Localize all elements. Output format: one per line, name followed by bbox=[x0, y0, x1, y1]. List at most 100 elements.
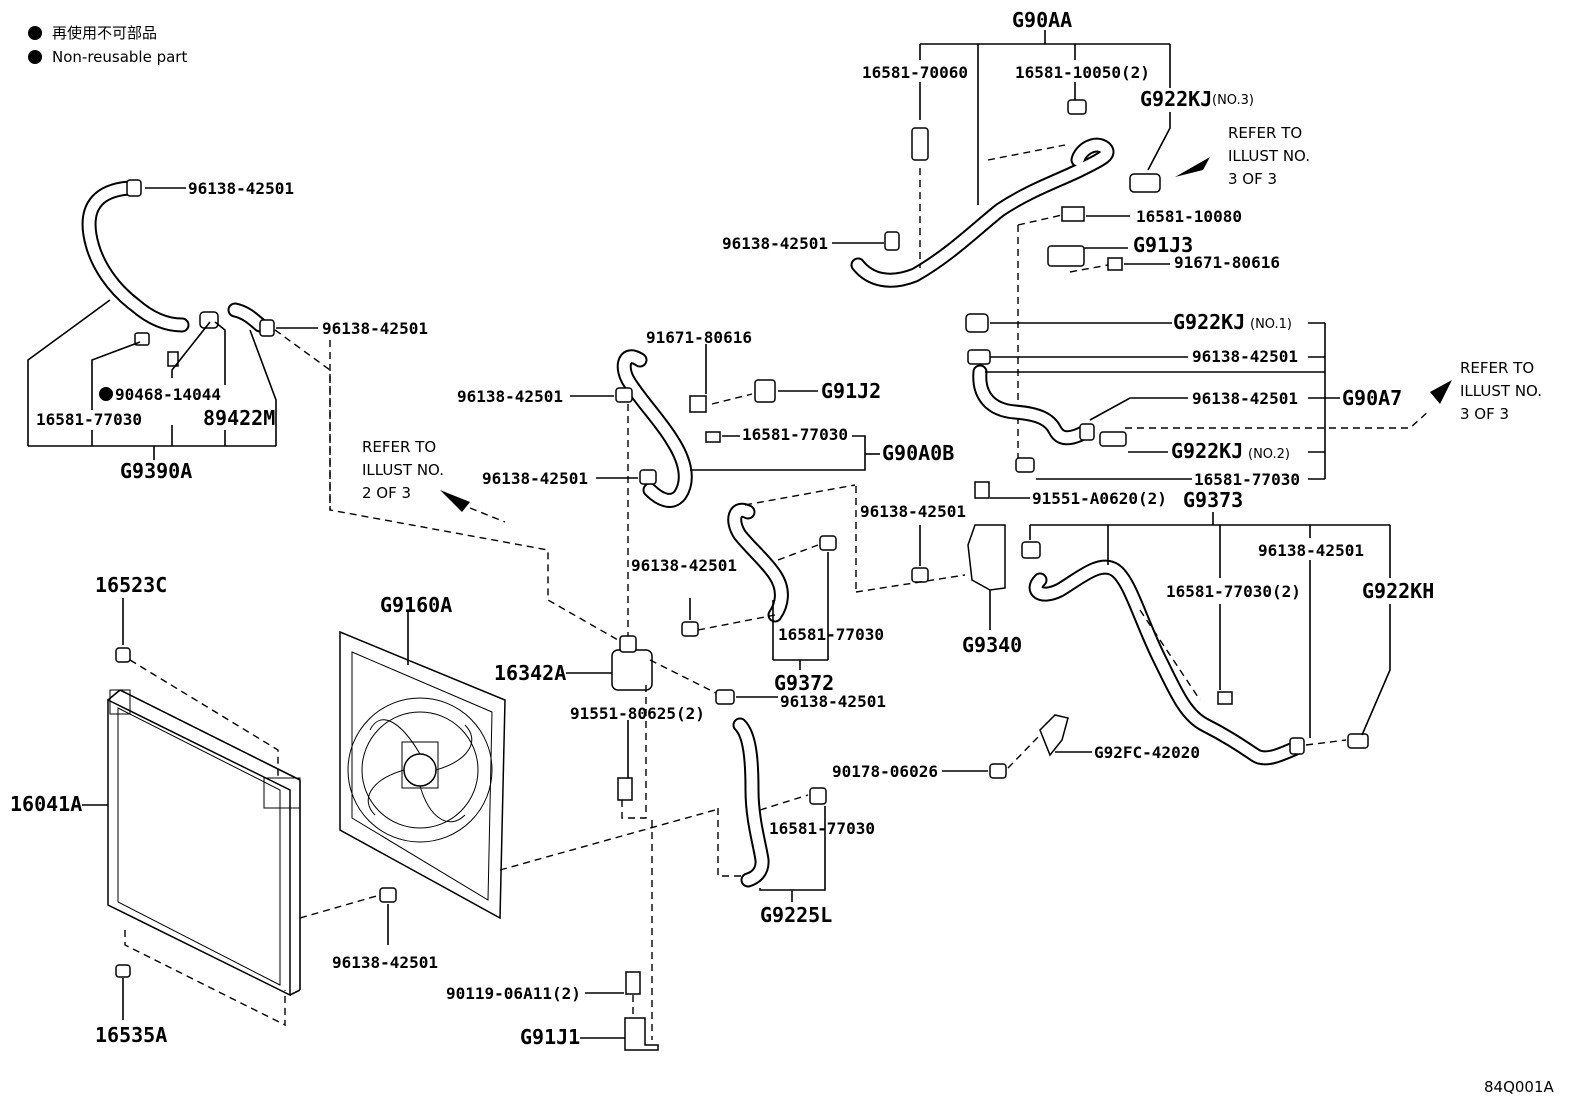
refer-line: ILLUST NO. bbox=[1460, 382, 1542, 400]
bracket-icon bbox=[1039, 714, 1069, 757]
fan-shroud-g9160a bbox=[299, 612, 716, 945]
label-16581-77030: 16581-77030(2) bbox=[1166, 582, 1301, 601]
label-96138-42501: 96138-42501 bbox=[482, 469, 588, 488]
clip-icon bbox=[705, 431, 721, 443]
hose-clamp-icon bbox=[1021, 541, 1041, 559]
bracket-icon bbox=[911, 127, 929, 161]
arrow-icon bbox=[440, 490, 470, 512]
hose-clamp-icon bbox=[126, 179, 142, 197]
arrow-icon bbox=[1175, 157, 1210, 177]
bolt-icon bbox=[974, 481, 990, 499]
label-91671-80616: 91671-80616 bbox=[1174, 253, 1280, 272]
label-16581-77030: 16581-77030 bbox=[769, 819, 875, 838]
label-91551-a0620: 91551-A0620(2) bbox=[1032, 489, 1167, 508]
hose-clamp-icon bbox=[967, 349, 991, 365]
water-outlet-icon bbox=[967, 524, 1006, 591]
support-cushion-icon bbox=[115, 964, 131, 978]
hose-assembly-g90aa bbox=[832, 30, 1210, 470]
fan-icon bbox=[347, 697, 493, 843]
label-g9372: G9372 bbox=[774, 671, 834, 695]
hose-assembly-g90a7 bbox=[965, 313, 1452, 480]
sensor-icon bbox=[167, 351, 179, 367]
label-96138-42501: 96138-42501 bbox=[631, 556, 737, 575]
arrow-icon bbox=[1430, 380, 1452, 404]
label-g922kj: G922KJ bbox=[1171, 439, 1243, 463]
label-g92fc-42020: G92FC-42020 bbox=[1094, 743, 1200, 762]
label-96138-42501: 96138-42501 bbox=[1192, 389, 1298, 408]
hose-clamp-icon bbox=[1079, 423, 1095, 441]
label-g91j1: G91J1 bbox=[520, 1025, 580, 1049]
clip-icon bbox=[1217, 691, 1233, 705]
label-96138-42501: 96138-42501 bbox=[332, 953, 438, 972]
hose-clamp-icon bbox=[259, 319, 275, 337]
legend: 再使用不可部品 Non-reusable part bbox=[28, 24, 187, 66]
label-16581-70060: 16581-70060 bbox=[862, 63, 968, 82]
label-g91j3: G91J3 bbox=[1133, 233, 1193, 257]
label-16342a: 16342A bbox=[494, 661, 566, 685]
label-16581-77030: 16581-77030 bbox=[1194, 470, 1300, 489]
connector-icon bbox=[1129, 173, 1161, 193]
label-g9340: G9340 bbox=[962, 633, 1022, 657]
label-g91j2: G91J2 bbox=[821, 379, 881, 403]
refer-line: 2 OF 3 bbox=[362, 484, 411, 502]
label-89422m: 89422M bbox=[203, 406, 275, 430]
label-g922kj: G922KJ bbox=[1173, 310, 1245, 334]
refer-note-2of3: REFER TO ILLUST NO. 2 OF 3 bbox=[362, 438, 506, 523]
refer-line: REFER TO bbox=[1228, 124, 1302, 142]
label-no2: (NO.2) bbox=[1248, 447, 1290, 462]
label-96138-42501: 96138-42501 bbox=[322, 319, 428, 338]
label-16523c: 16523C bbox=[95, 573, 167, 597]
label-g9373: G9373 bbox=[1183, 488, 1243, 512]
bracket-icon bbox=[624, 1017, 659, 1051]
label-96138-42501: 96138-42501 bbox=[1258, 541, 1364, 560]
hose-assembly-g90a0b bbox=[570, 344, 880, 640]
non-reusable-dot-icon bbox=[28, 50, 42, 64]
refer-line: REFER TO bbox=[1460, 359, 1534, 377]
refer-line: ILLUST NO. bbox=[362, 461, 444, 479]
bolt-icon bbox=[625, 971, 641, 995]
label-96138-42501: 96138-42501 bbox=[780, 692, 886, 711]
label-16581-77030: 16581-77030 bbox=[742, 425, 848, 444]
label-96138-42501: 96138-42501 bbox=[860, 502, 966, 521]
refer-line: 3 OF 3 bbox=[1228, 170, 1277, 188]
clip-icon bbox=[1015, 457, 1035, 473]
radiator-16041a bbox=[82, 598, 301, 1027]
label-16535a: 16535A bbox=[95, 1023, 167, 1047]
non-reusable-dot-icon bbox=[28, 26, 42, 40]
hose-assembly-g9390a bbox=[27, 179, 318, 460]
bracket-g92fc bbox=[942, 714, 1092, 779]
clip-icon bbox=[819, 535, 837, 551]
hose-assembly-g9225l bbox=[717, 717, 827, 902]
bracket-icon bbox=[754, 379, 776, 403]
hose-clamp-icon bbox=[379, 887, 397, 903]
label-no3: (NO.3) bbox=[1212, 93, 1254, 108]
legend-en: Non-reusable part bbox=[52, 48, 187, 66]
diagram-code: 84Q001A bbox=[1484, 1078, 1555, 1096]
label-g9160a: G9160A bbox=[380, 593, 452, 617]
label-g9225l: G9225L bbox=[760, 903, 832, 927]
label-16581-10050: 16581-10050(2) bbox=[1015, 63, 1150, 82]
label-96138-42501: 96138-42501 bbox=[457, 387, 563, 406]
label-g90aa: G90AA bbox=[1012, 8, 1072, 32]
electric-water-pump-icon bbox=[611, 649, 653, 691]
legend-jp: 再使用不可部品 bbox=[52, 24, 157, 42]
label-g922kj: G922KJ bbox=[1140, 87, 1212, 111]
water-pump-16342a bbox=[274, 329, 778, 819]
hose-clamp-icon bbox=[1289, 737, 1305, 755]
hose-clamp-icon bbox=[681, 621, 699, 637]
bolt-icon bbox=[689, 395, 707, 413]
hose-assembly-g9372 bbox=[681, 484, 856, 670]
label-16581-10080: 16581-10080 bbox=[1136, 207, 1242, 226]
label-90178-06026: 90178-06026 bbox=[832, 762, 938, 781]
refer-line: ILLUST NO. bbox=[1228, 147, 1310, 165]
bracket-icon bbox=[1047, 245, 1085, 267]
connector-icon bbox=[1347, 733, 1369, 749]
hose-clamp-icon bbox=[911, 567, 929, 583]
label-g90a7: G90A7 bbox=[1342, 386, 1402, 410]
label-96138-42501: 96138-42501 bbox=[1192, 347, 1298, 366]
bolt-icon bbox=[617, 777, 633, 801]
label-91551-80625: 91551-80625(2) bbox=[570, 704, 705, 723]
refer-line: 3 OF 3 bbox=[1460, 405, 1509, 423]
hose-clamp-icon bbox=[1067, 99, 1087, 115]
